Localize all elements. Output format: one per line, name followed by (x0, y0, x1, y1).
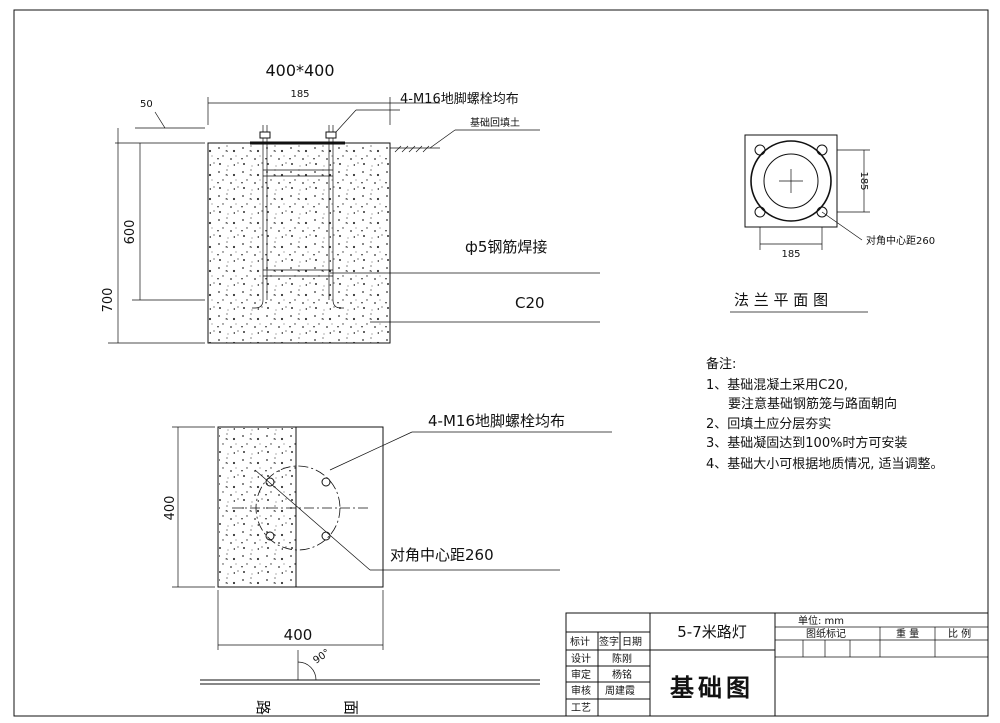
flange-outer-ring (750, 140, 832, 222)
plan-bolt-label: 4-M16地脚螺栓均布 (428, 412, 565, 430)
plan-bottom-dim: 400 (284, 626, 313, 644)
flange-v-dim: 185 (858, 171, 869, 190)
col-sign: 签字 (599, 635, 619, 648)
anchor-bolts (252, 125, 344, 309)
flange-plan-view: 185 185 对角中心距260 法 兰 平 面 图 (730, 134, 935, 313)
plan-foundation (217, 426, 384, 588)
role-review: 审核 (571, 684, 591, 697)
bolt-label: 4-M16地脚螺栓均布 (400, 91, 519, 107)
drawing-name: 基础图 (670, 674, 754, 702)
col-date: 日期 (622, 636, 642, 648)
concrete-label: C20 (515, 294, 545, 312)
plan-diag-leader (254, 469, 371, 571)
bolt-spacing-dim: 185 (290, 89, 309, 100)
notes-heading: 备注: (706, 356, 736, 372)
backfill-label: 基础回填土 (470, 116, 520, 129)
notes-block: 备注: 1、基础混凝土采用C20, 要注意基础钢筋笼与路面朝向 2、回填土应分层… (706, 356, 944, 472)
cover-dim: 50 (140, 99, 153, 110)
role-process: 工艺 (571, 702, 591, 714)
title-block: 5-7米路灯 基础图 单位: mm 图纸标记 重 量 比 例 标计 签字 日期 … (565, 612, 989, 717)
unit-label: 单位: mm (798, 614, 844, 627)
plan-angle: 90° (311, 647, 332, 666)
flange-diag-label: 对角中心距260 (866, 234, 935, 247)
flange-inner-ring (763, 153, 819, 209)
depth-total-dim: 700 (101, 288, 116, 313)
plan-bolt-circle (255, 465, 341, 551)
drawing-mark-label: 图纸标记 (806, 627, 846, 640)
note-line-3: 2、回填土应分层夯实 (706, 416, 831, 432)
concrete-foundation (207, 142, 391, 344)
flange-plate (744, 134, 838, 228)
sheet-border (13, 9, 989, 717)
note-line-5: 4、基础大小可根据地质情况, 适当调整。 (706, 457, 944, 472)
weight-label: 重 量 (896, 627, 919, 640)
role-approve: 审定 (571, 668, 591, 681)
note-line-4: 3、基础凝固达到100%时方可安装 (706, 435, 907, 451)
name-approve: 杨铭 (612, 668, 632, 681)
plan-concrete-fill (219, 428, 296, 586)
name-review: 周建霞 (605, 684, 635, 697)
flange-h-dim: 185 (781, 249, 800, 260)
depth-inner-dim: 600 (123, 220, 138, 245)
flange-bolt-holes (754, 144, 828, 218)
role-design: 设计 (571, 652, 591, 665)
road-label-left: 路 (254, 700, 272, 715)
plan-diag-label: 对角中心距260 (390, 546, 494, 564)
note-line-1: 1、基础混凝土采用C20, (706, 377, 848, 393)
road-label-right: 面 (342, 700, 360, 715)
project-name: 5-7米路灯 (677, 623, 747, 641)
elevation-size-label: 400*400 (265, 61, 334, 80)
elevation-view: 400*400 185 4-M16地脚螺栓均布 50 600 700 (101, 61, 600, 344)
plan-side-dim: 400 (163, 496, 178, 521)
bolt-leader (335, 109, 357, 133)
flange-title: 法 兰 平 面 图 (734, 291, 828, 309)
scale-label: 比 例 (948, 627, 971, 640)
note-line-2: 要注意基础钢筋笼与路面朝向 (728, 396, 897, 412)
col-mark: 标计 (570, 635, 590, 648)
rebar-label: ф5钢筋焊接 (465, 238, 547, 256)
foundation-plan-view: 4-M16地脚螺栓均布 对角中心距260 400 400 90° 路 面 (163, 412, 612, 715)
name-design: 陈刚 (612, 652, 632, 665)
